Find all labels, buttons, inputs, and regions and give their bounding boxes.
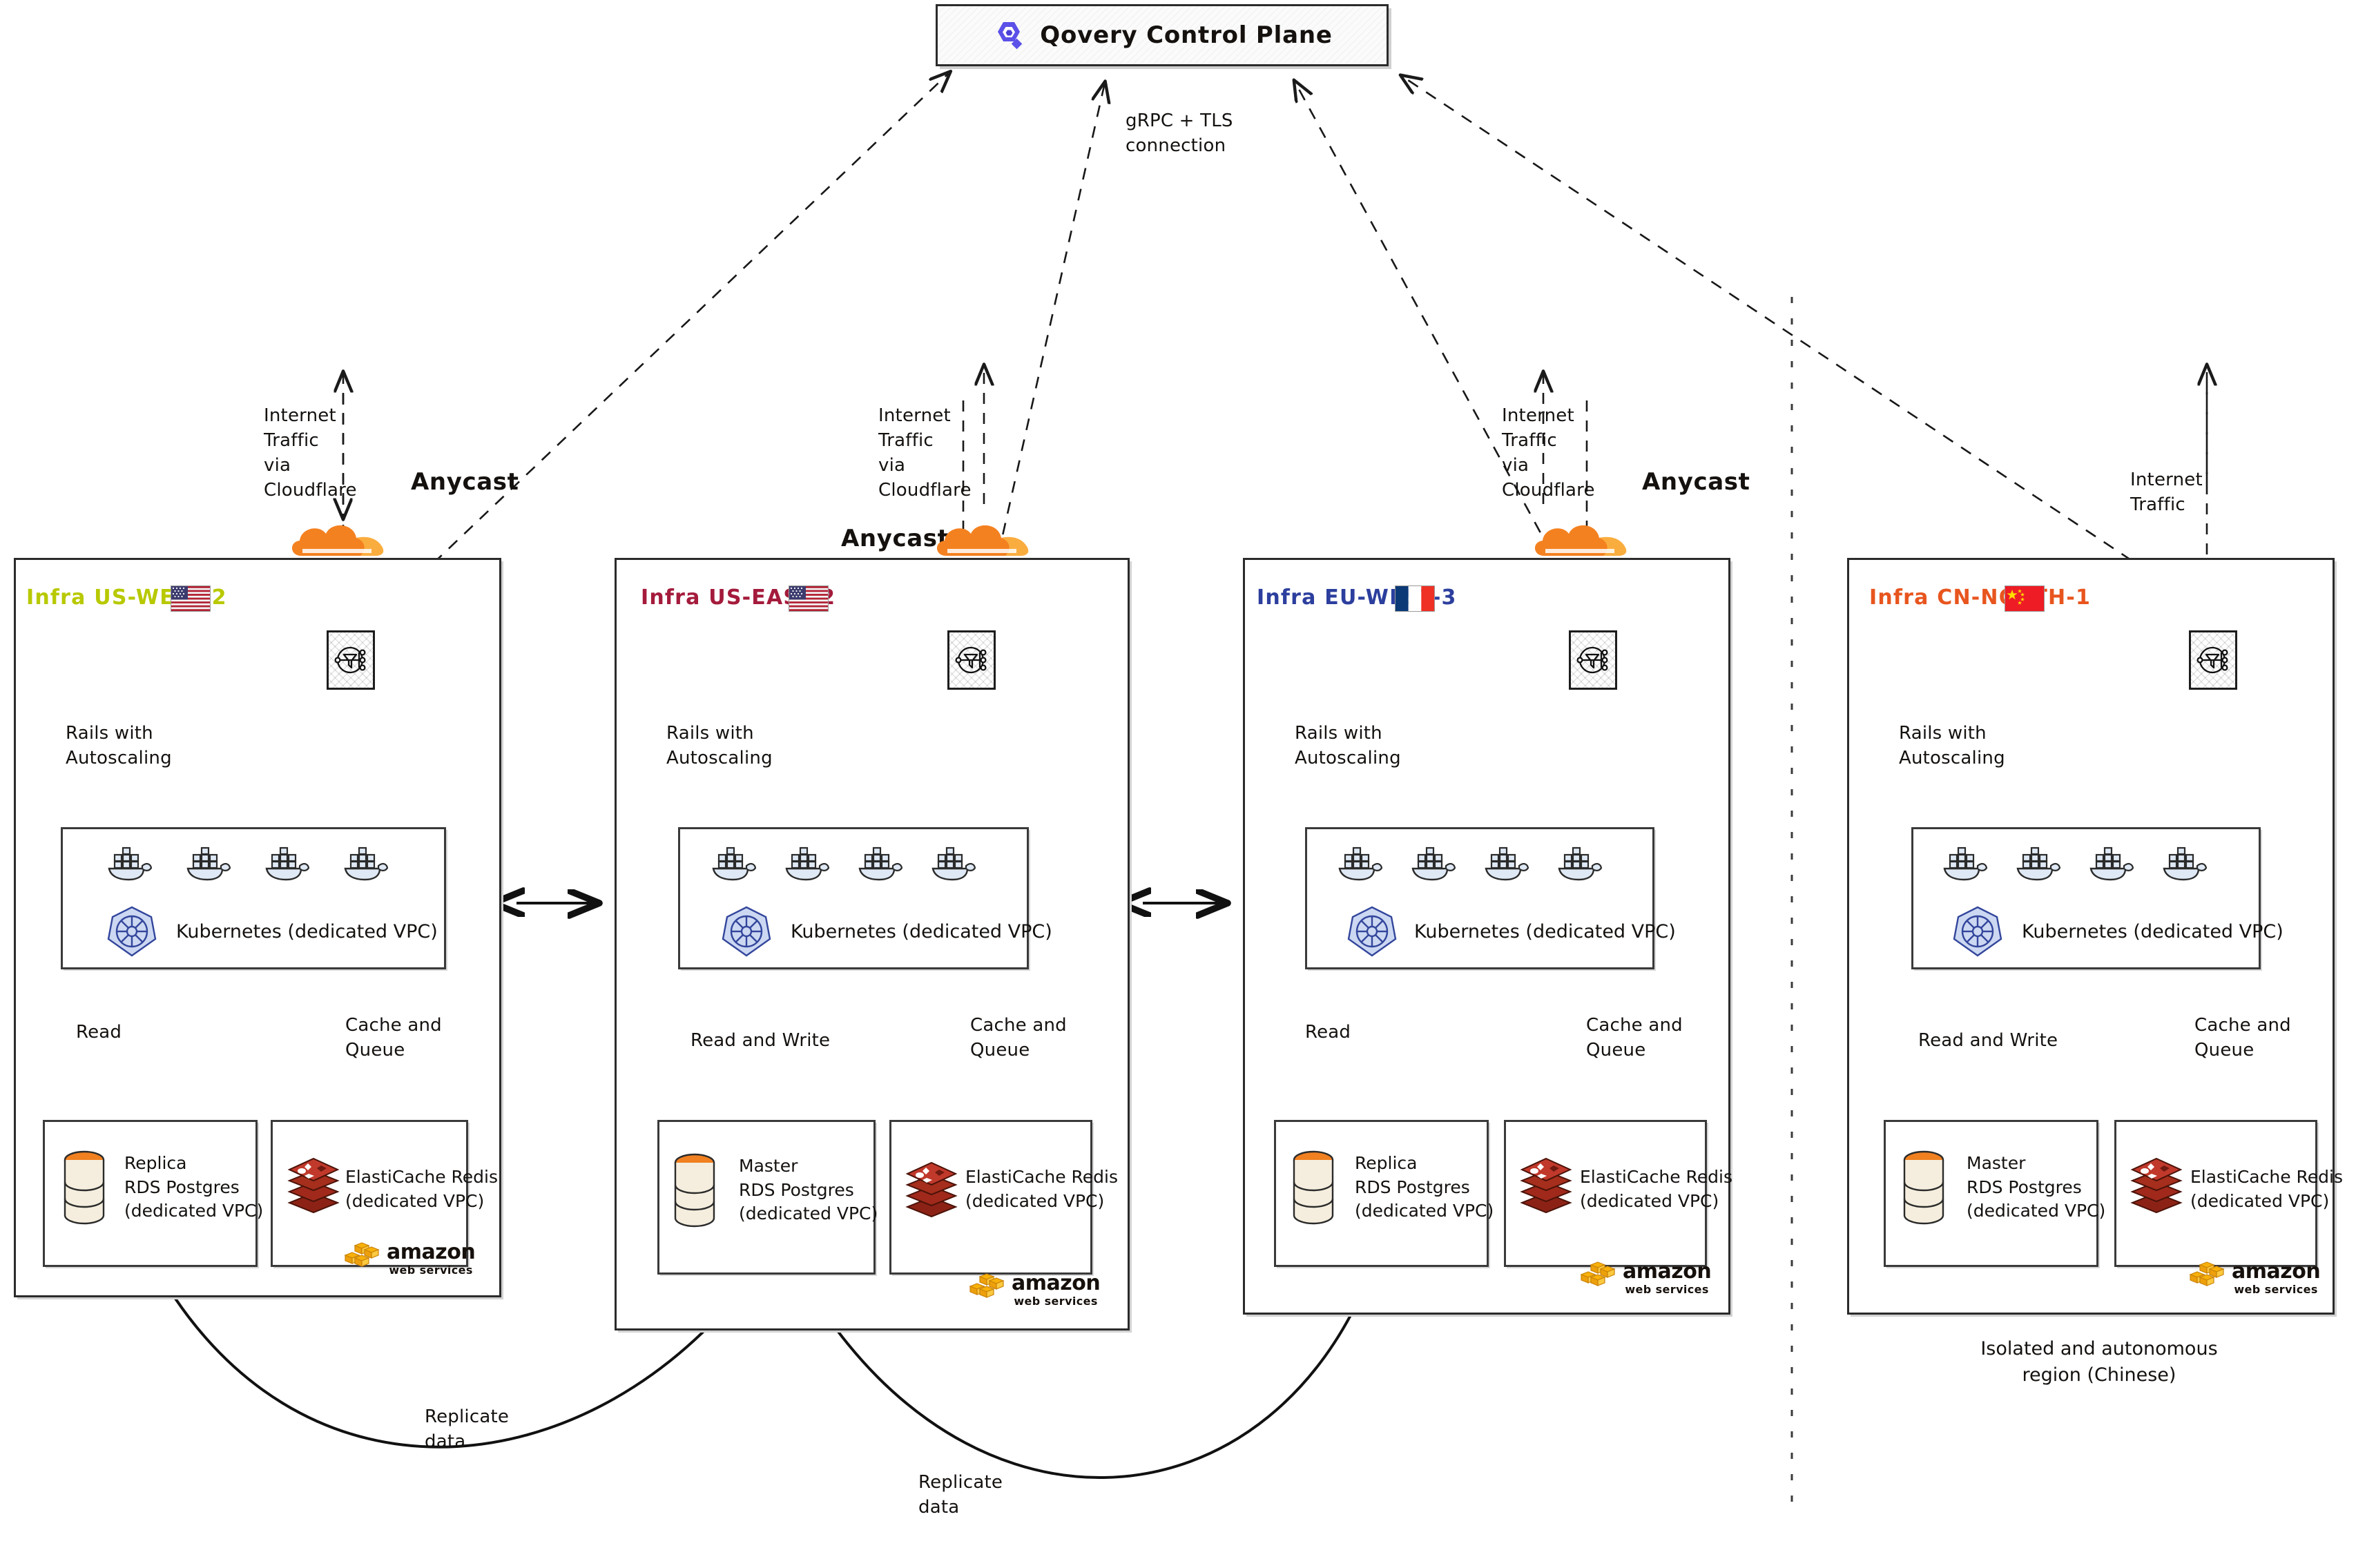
cache-label-us-west-2: ElastiCache Redis (dedicated VPC) — [345, 1167, 498, 1211]
database-label-cn-north-1: Master RDS Postgres (dedicated VPC) — [1967, 1153, 2106, 1221]
cache-label-eu-west-3: ElastiCache Redis (dedicated VPC) — [1580, 1167, 1732, 1211]
redis-stack-icon — [903, 1157, 960, 1222]
ingress-label-eu-west-3: Internet Traffic via Cloudflare — [1502, 405, 1595, 501]
qovery-hexagon-logo — [992, 19, 1025, 52]
docker-whale-icon — [261, 844, 311, 884]
docker-whale-icon — [182, 844, 232, 884]
aws-logo-cn-north-1: amazon web services — [2189, 1259, 2321, 1296]
database-label-us-east-2: Master RDS Postgres (dedicated VPC) — [739, 1156, 878, 1223]
aws-logo-eu-west-3: amazon web services — [1580, 1259, 1712, 1296]
aws-logo-us-west-2: amazon web services — [344, 1240, 476, 1277]
docker-whale-icon — [104, 844, 153, 884]
flag-fr — [1395, 585, 1435, 612]
aws-logo-line2: web services — [2234, 1282, 2318, 1296]
grpc-tls-connection-label: gRPC + TLS connection — [1126, 110, 1233, 156]
aws-logo-line1: amazon — [2232, 1259, 2321, 1284]
db-arrow-label-us-east-2: Read and Write — [691, 1030, 831, 1051]
kubernetes-label-eu-west-3: Kubernetes (dedicated VPC) — [1414, 921, 1676, 942]
kubernetes-label-cn-north-1: Kubernetes (dedicated VPC) — [2022, 921, 2283, 942]
anycast-label-eu-west-3: Anycast — [1642, 468, 1750, 496]
aws-logo-line1: amazon — [387, 1240, 476, 1264]
ingress-label-us-west-2: Internet Traffic via Cloudflare — [264, 405, 357, 501]
load-balancer-icon-cn-north-1[interactable] — [2189, 630, 2237, 690]
cloudflare-cloud-icon — [289, 514, 399, 557]
aws-logo-line1: amazon — [1623, 1259, 1712, 1284]
load-balancer-icon-us-east-2[interactable] — [947, 630, 996, 690]
docker-whale-icon — [2085, 844, 2135, 884]
replicate-data-label-2: Replicate data — [918, 1472, 1003, 1518]
ingress-label-cn-north-1: Internet Traffic — [2130, 470, 2203, 515]
docker-whale-icon — [340, 844, 389, 884]
cache-label-cn-north-1: ElastiCache Redis (dedicated VPC) — [2190, 1167, 2343, 1211]
cloudflare-cloud-icon — [1532, 514, 1642, 557]
qovery-control-plane-box[interactable]: Qovery Control Plane — [936, 4, 1389, 66]
docker-whale-icon — [781, 844, 831, 884]
docker-row-us-east-2 — [708, 844, 977, 884]
cloudflare-cloud-icon — [934, 514, 1044, 557]
rails-autoscaling-label-cn-north-1: Rails with Autoscaling — [1899, 723, 2005, 768]
docker-row-us-west-2 — [104, 844, 389, 884]
docker-row-cn-north-1 — [1939, 844, 2208, 884]
redis-stack-icon — [2128, 1153, 2185, 1218]
database-cylinder-icon — [671, 1152, 718, 1232]
kubernetes-label-us-west-2: Kubernetes (dedicated VPC) — [176, 921, 438, 942]
anycast-label-us-east-2: Anycast — [841, 525, 949, 552]
flag-cn — [2005, 585, 2045, 612]
docker-whale-icon — [2159, 844, 2208, 884]
database-cylinder-icon — [1290, 1149, 1337, 1229]
database-box-cn-north-1[interactable] — [1884, 1120, 2098, 1267]
isolated-region-note: Isolated and autonomous region (Chinese) — [1980, 1338, 2218, 1386]
docker-whale-icon — [1407, 844, 1457, 884]
aws-logo-us-east-2: amazon web services — [969, 1271, 1101, 1308]
kubernetes-wheel-icon — [1345, 904, 1399, 961]
flag-us — [789, 585, 829, 612]
docker-whale-icon — [1334, 844, 1384, 884]
cache-arrow-label-eu-west-3: Cache and Queue — [1586, 1015, 1683, 1061]
db-arrow-label-cn-north-1: Read and Write — [1918, 1030, 2058, 1051]
region-title-cn-north-1: Infra CN-NORTH-1 — [1869, 585, 2092, 610]
cache-arrow-label-us-east-2: Cache and Queue — [970, 1015, 1067, 1061]
docker-whale-icon — [1554, 844, 1603, 884]
database-cylinder-icon — [1900, 1149, 1947, 1229]
control-plane-title: Qovery Control Plane — [1040, 21, 1333, 49]
docker-whale-icon — [708, 844, 757, 884]
aws-logo-line1: amazon — [1012, 1271, 1101, 1295]
load-balancer-icon-eu-west-3[interactable] — [1569, 630, 1617, 690]
docker-row-eu-west-3 — [1334, 844, 1603, 884]
replicate-data-label-1: Replicate data — [425, 1406, 510, 1452]
db-arrow-label-us-west-2: Read — [76, 1022, 122, 1043]
docker-whale-icon — [2012, 844, 2062, 884]
aws-logo-line2: web services — [1014, 1294, 1098, 1308]
kubernetes-wheel-icon — [720, 904, 773, 961]
kubernetes-wheel-icon — [105, 904, 159, 961]
docker-whale-icon — [927, 844, 977, 884]
database-label-eu-west-3: Replica RDS Postgres (dedicated VPC) — [1355, 1153, 1494, 1221]
redis-stack-icon — [285, 1153, 342, 1218]
cache-arrow-label-cn-north-1: Cache and Queue — [2194, 1015, 2291, 1061]
redis-stack-icon — [1518, 1153, 1574, 1218]
docker-whale-icon — [1939, 844, 1989, 884]
flag-us — [171, 585, 211, 612]
kubernetes-label-us-east-2: Kubernetes (dedicated VPC) — [791, 921, 1052, 942]
aws-logo-line2: web services — [389, 1263, 473, 1277]
docker-whale-icon — [1480, 844, 1530, 884]
docker-whale-icon — [854, 844, 904, 884]
rails-autoscaling-label-us-east-2: Rails with Autoscaling — [666, 723, 773, 768]
rails-autoscaling-label-eu-west-3: Rails with Autoscaling — [1295, 723, 1401, 768]
rails-autoscaling-label-us-west-2: Rails with Autoscaling — [66, 723, 172, 768]
cache-label-us-east-2: ElastiCache Redis (dedicated VPC) — [965, 1167, 1118, 1211]
load-balancer-icon-us-west-2[interactable] — [327, 630, 375, 690]
ingress-label-us-east-2: Internet Traffic via Cloudflare — [878, 405, 972, 501]
database-cylinder-icon — [61, 1149, 108, 1229]
anycast-label-us-west-2: Anycast — [411, 468, 519, 496]
aws-logo-line2: web services — [1625, 1282, 1709, 1296]
kubernetes-wheel-icon — [1951, 904, 2005, 961]
db-arrow-label-eu-west-3: Read — [1305, 1022, 1351, 1043]
database-label-us-west-2: Replica RDS Postgres (dedicated VPC) — [124, 1153, 264, 1221]
cache-arrow-label-us-west-2: Cache and Queue — [345, 1015, 442, 1061]
